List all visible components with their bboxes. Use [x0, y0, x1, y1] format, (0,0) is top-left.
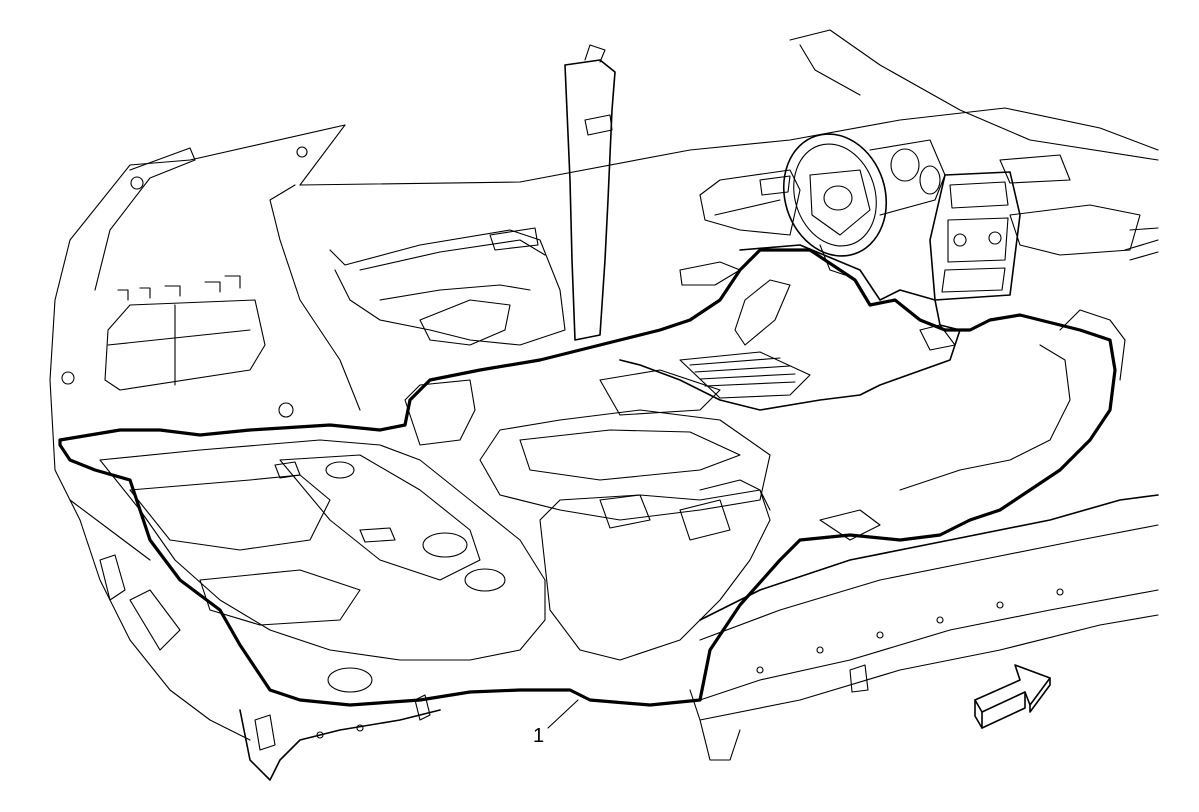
- forward-arrow-icon: [974, 664, 1051, 729]
- front-door-panel: [679, 169, 801, 286]
- rear-door-panel: [329, 227, 566, 346]
- center-console: [479, 369, 771, 521]
- callout-1: 1: [533, 699, 579, 747]
- rear-quarter-trim: [61, 146, 361, 418]
- center-floor-details: [539, 479, 771, 661]
- rear-sill: [54, 469, 441, 781]
- callout-1-leader: [547, 699, 579, 729]
- roof-outline: [49, 29, 1159, 471]
- rocker-panel: [689, 494, 1159, 761]
- front-footwell: [819, 309, 1126, 541]
- rear-floor-details: [99, 379, 546, 693]
- center-stack: [929, 154, 1159, 301]
- callout-1-label: 1: [533, 725, 544, 747]
- floor-carpet: [58, 248, 1117, 707]
- steering-wheel: [782, 133, 888, 276]
- b-pillar: [564, 44, 616, 341]
- front-floor-panel: [619, 244, 961, 411]
